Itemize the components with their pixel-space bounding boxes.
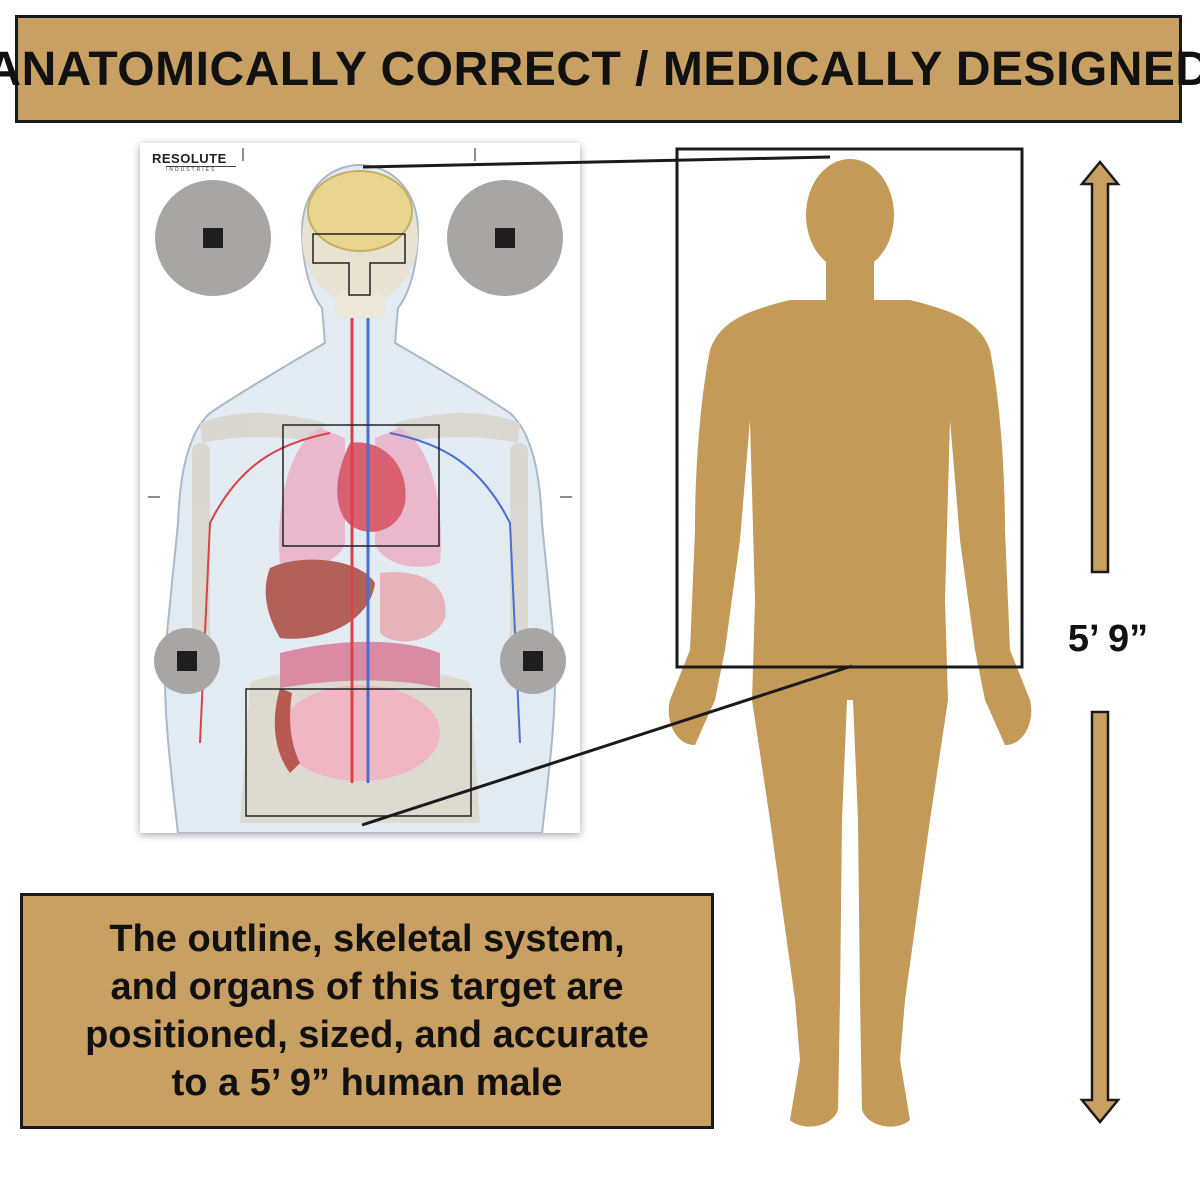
headline-banner: ANATOMICALLY CORRECT / MEDICALLY DESIGNE… [0,15,1200,123]
chest-zone-outline [282,424,440,547]
scale-box [675,147,1024,669]
skull-brain [302,170,418,318]
head-zone-outline [312,233,406,296]
human-silhouette [668,159,1032,1127]
headline-text: ANATOMICALLY CORRECT / MEDICALLY DESIGNE… [0,42,1200,96]
anatomical-target-sheet: RESOLUTE INDUSTRIES [140,143,580,833]
caption-box: The outline, skeletal system, and organs… [20,893,714,1129]
head-targets [155,180,563,296]
intestines [274,641,440,781]
height-arrow-top [1079,160,1121,574]
caption-line: to a 5’ 9” human male [171,1062,563,1104]
brand-subtitle: INDUSTRIES [166,166,236,173]
anatomy-illustration [148,148,572,833]
stomach [380,572,446,642]
caption-line: positioned, sized, and accurate [85,1014,649,1056]
height-label: 5’ 9” [1067,618,1149,660]
height-arrow-bottom [1079,710,1121,1124]
brand-name: RESOLUTE [152,151,227,166]
heart [337,442,406,532]
brand-logo: RESOLUTE INDUSTRIES [152,151,247,181]
liver [265,559,375,639]
caption-line: The outline, skeletal system, [109,918,625,960]
caption-line: and organs of this target are [110,966,624,1008]
